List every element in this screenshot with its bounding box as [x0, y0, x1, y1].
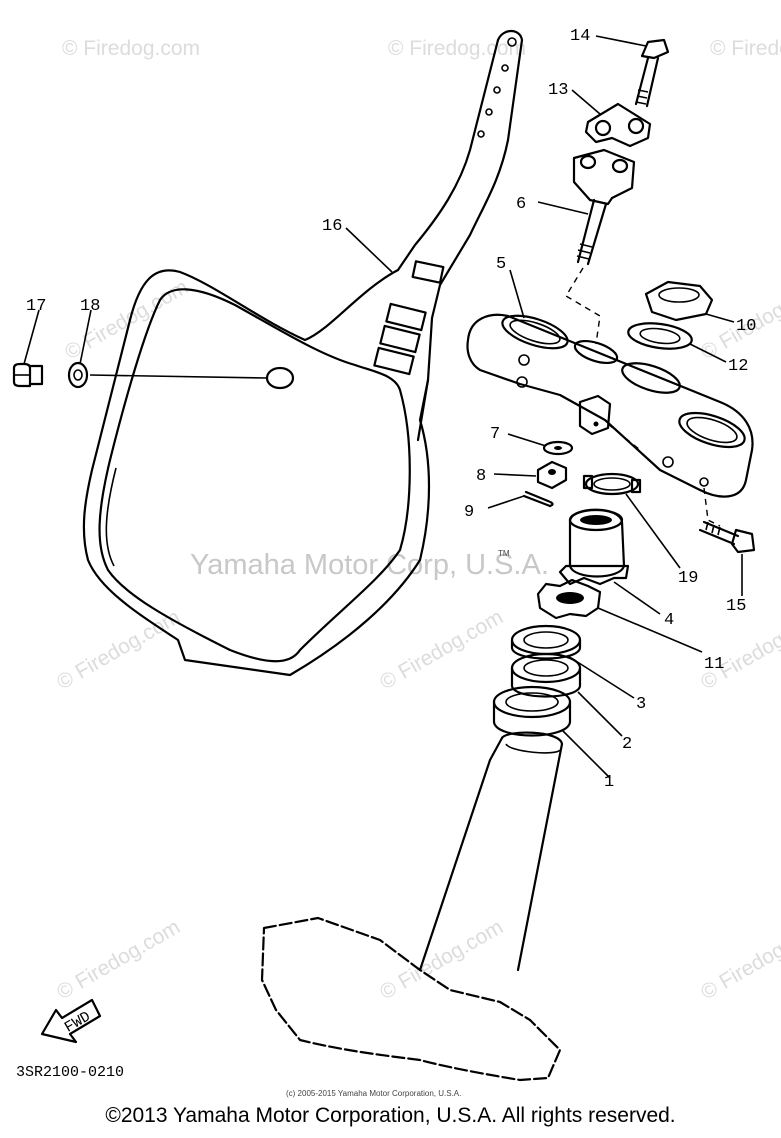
callout-11: 11: [704, 655, 724, 674]
firedog-watermark: © Firedog.com: [388, 37, 526, 60]
callout-18: 18: [80, 297, 100, 316]
bolt-part-14: [634, 38, 670, 108]
fwd-label: FWD: [62, 1008, 94, 1036]
firedog-watermark: © Firedog.com: [376, 605, 507, 694]
washer-part-12: [627, 322, 693, 350]
diagram-code: 3SR2100-0210: [16, 1064, 124, 1081]
copyright-notice: ©2013 Yamaha Motor Corporation, U.S.A. A…: [105, 1104, 676, 1127]
callout-16: 16: [322, 217, 342, 236]
firedog-watermark: © Firedog.com: [697, 605, 781, 694]
firedog-watermark: © Firedog.com: [53, 915, 184, 1004]
bolt-part-15: [698, 520, 756, 554]
firedog-watermark: © Firedog.com: [710, 37, 781, 60]
callout-17: 17: [26, 297, 46, 316]
bolt-part-17: [12, 362, 44, 388]
firedog-watermark: © Firedog.com: [53, 605, 184, 694]
ring-nut-part-4: [558, 508, 630, 586]
upper-bracket-part-5: [466, 313, 754, 498]
leader-lines: [23, 35, 743, 779]
callout-12: 12: [728, 357, 748, 376]
trademark-mark: TM: [498, 549, 510, 558]
washer-part-7: [542, 440, 574, 456]
callout-4: 4: [664, 611, 674, 630]
holder-upper-part-13: [584, 102, 652, 148]
yamaha-watermark: Yamaha Motor Corp, U.S.A.: [190, 549, 549, 581]
callout-numbers: 1 2 3 4 5 6 7 8 9 10 11 12 13 14 15 16 1…: [26, 27, 756, 792]
callout-9: 9: [464, 503, 474, 522]
callout-7: 7: [490, 425, 500, 444]
callout-13: 13: [548, 81, 568, 100]
holder-lower-part-6: [572, 148, 636, 266]
small-copyright: (c) 2005-2015 Yamaha Motor Corporation, …: [286, 1089, 461, 1098]
watermark-layer: © Firedog.com © Firedog.com © Firedog.com ©…: [53, 37, 781, 1004]
bearing-part-2: [510, 652, 582, 698]
steering-nut-part-10: [644, 280, 714, 322]
number-plate-part-16: [82, 29, 524, 677]
callout-1: 1: [604, 773, 614, 792]
steering-stem: [260, 731, 564, 1082]
callout-3: 3: [636, 695, 646, 714]
ring-nut-part-11: [536, 578, 602, 620]
callout-19: 19: [678, 569, 698, 588]
bearing-race-part-1: [492, 685, 572, 737]
callout-8: 8: [476, 467, 486, 486]
callout-2: 2: [622, 735, 632, 754]
nut-part-8: [536, 460, 568, 490]
cotter-pin-part-9: [522, 490, 554, 508]
firedog-watermark: © Firedog.com: [376, 915, 507, 1004]
firedog-watermark: © Firedog.com: [62, 37, 200, 60]
firedog-watermark: © Firedog.com: [61, 275, 192, 364]
callout-5: 5: [496, 255, 506, 274]
washer-part-18: [67, 361, 89, 389]
callout-10: 10: [736, 317, 756, 336]
firedog-watermark: © Firedog.com: [697, 915, 781, 1004]
callout-6: 6: [516, 195, 526, 214]
callout-14: 14: [570, 27, 590, 46]
fwd-arrow-icon: FWD: [40, 998, 102, 1044]
lock-washer-part-19: [582, 472, 642, 496]
callout-15: 15: [726, 597, 746, 616]
